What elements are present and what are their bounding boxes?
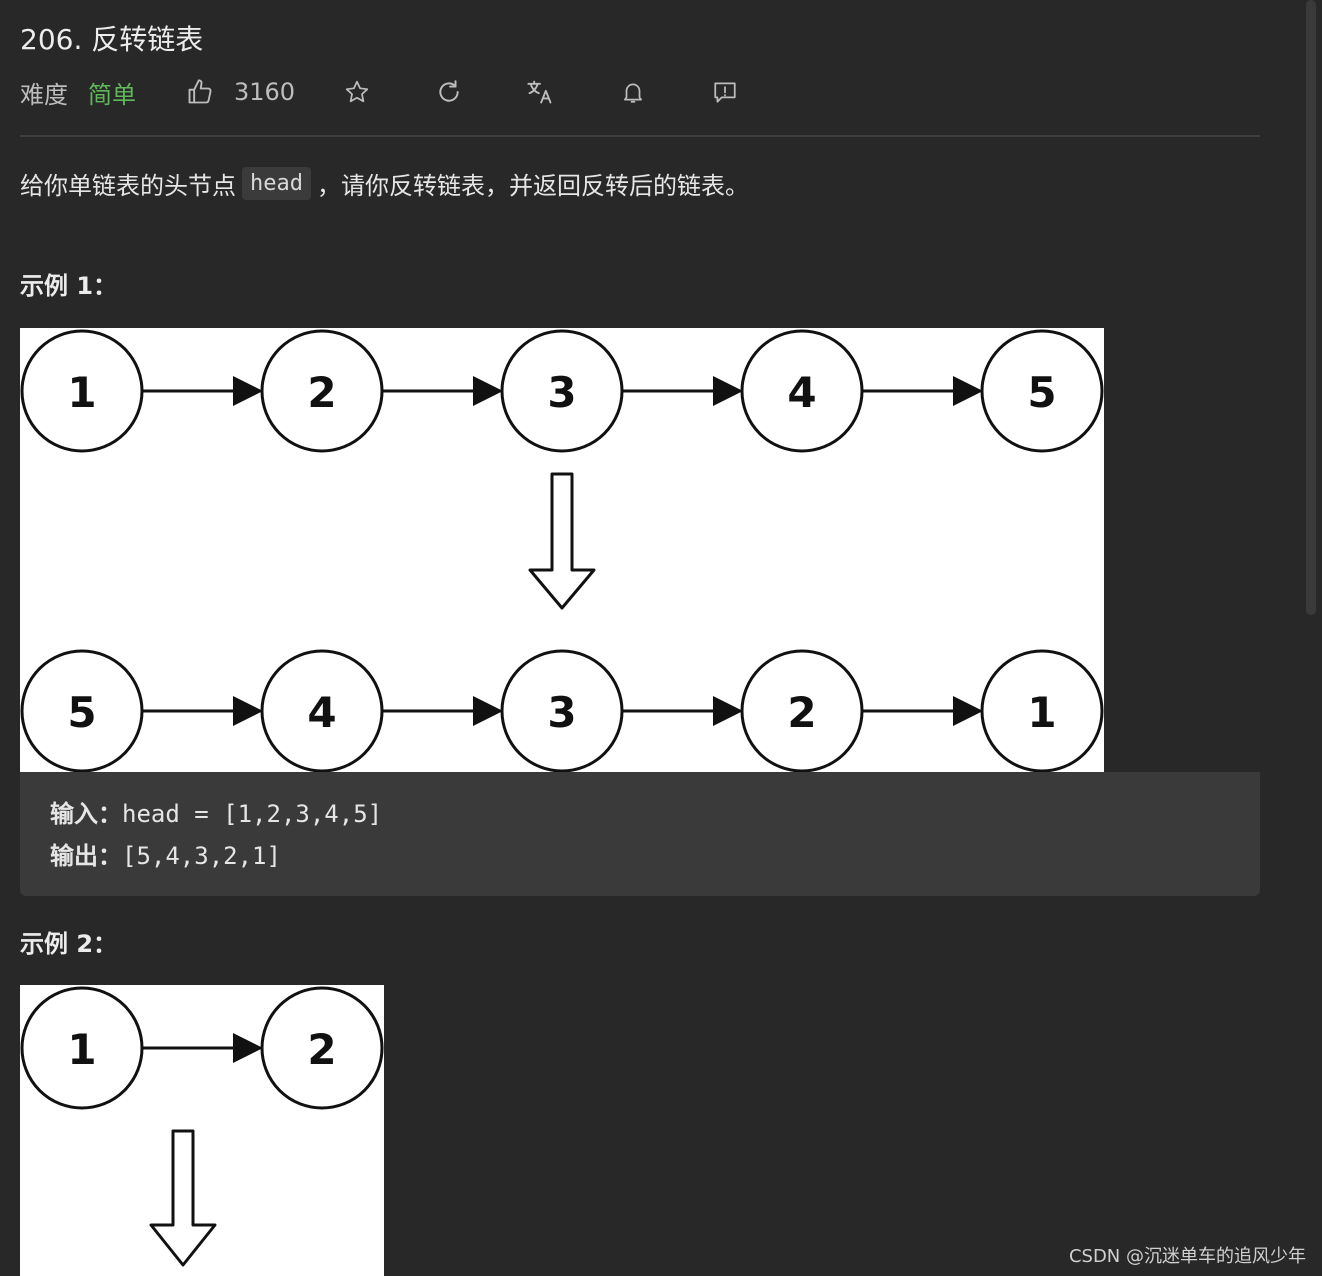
output-label: 输出：	[50, 842, 122, 870]
vertical-scrollbar[interactable]	[1306, 0, 1316, 615]
example-1-diagram: 1 2 3 4 5 5 4 3 2 1	[20, 328, 1104, 772]
list-node	[20, 986, 144, 1110]
description-text-after: ，请你反转链表，并返回反转后的链表。	[316, 171, 749, 200]
node-value: 2	[307, 368, 336, 417]
refresh-icon[interactable]	[436, 72, 462, 112]
inline-code-head: head	[242, 166, 311, 200]
thumbs-up-icon[interactable]	[186, 72, 214, 112]
star-icon[interactable]	[344, 72, 370, 112]
list-node	[740, 649, 864, 772]
input-label: 输入：	[50, 800, 122, 828]
list-after: 5 4 3 2 1	[20, 649, 1104, 772]
list-node	[740, 329, 864, 453]
node-value: 2	[307, 1025, 336, 1074]
list-node	[260, 329, 384, 453]
down-arrow-icon	[149, 1129, 217, 1267]
node-value: 5	[67, 688, 96, 737]
down-arrow-icon	[528, 472, 596, 610]
node-value: 1	[67, 368, 96, 417]
list-node	[260, 986, 384, 1110]
translate-icon[interactable]	[526, 72, 554, 112]
node-value: 1	[1027, 688, 1056, 737]
list-node	[980, 649, 1104, 772]
header-divider	[20, 135, 1260, 137]
output-value: [5,4,3,2,1]	[122, 842, 281, 870]
problem-title: 206. 反转链表	[20, 23, 204, 56]
input-value: head = [1,2,3,4,5]	[122, 800, 383, 828]
example-1-output: 输出：[5,4,3,2,1]	[50, 836, 281, 871]
like-count: 3160	[234, 78, 296, 106]
node-value: 3	[547, 368, 576, 417]
csdn-watermark: CSDN @沉迷单车的追风少年	[1068, 1246, 1306, 1267]
example-1-input: 输入：head = [1,2,3,4,5]	[50, 794, 382, 829]
node-value: 3	[547, 688, 576, 737]
list-node	[20, 329, 144, 453]
list-node	[500, 329, 624, 453]
bell-icon[interactable]	[620, 72, 646, 112]
list-node	[260, 649, 384, 772]
node-value: 4	[307, 688, 336, 737]
difficulty-value: 简单	[88, 80, 136, 109]
difficulty-label: 难度	[20, 80, 68, 109]
list-before: 1 2 3 4 5	[20, 329, 1104, 453]
example-2-heading: 示例 2：	[20, 930, 118, 958]
feedback-icon[interactable]	[712, 72, 738, 112]
example-1-io-block: 输入：head = [1,2,3,4,5] 输出：[5,4,3,2,1]	[20, 772, 1260, 896]
description-text-before: 给你单链表的头节点	[20, 171, 236, 200]
node-value: 1	[67, 1025, 96, 1074]
example-2-diagram: 1 2	[20, 985, 384, 1276]
problem-meta-bar: 难度 简单 3160	[20, 72, 1260, 112]
problem-description: 给你单链表的头节点 head ，请你反转链表，并返回反转后的链表。	[20, 162, 749, 204]
node-value: 4	[787, 368, 816, 417]
list-node	[20, 649, 144, 772]
node-value: 2	[787, 688, 816, 737]
node-value: 5	[1027, 368, 1056, 417]
list-node	[500, 649, 624, 772]
list-node	[980, 329, 1104, 453]
example-1-heading: 示例 1：	[20, 272, 118, 300]
